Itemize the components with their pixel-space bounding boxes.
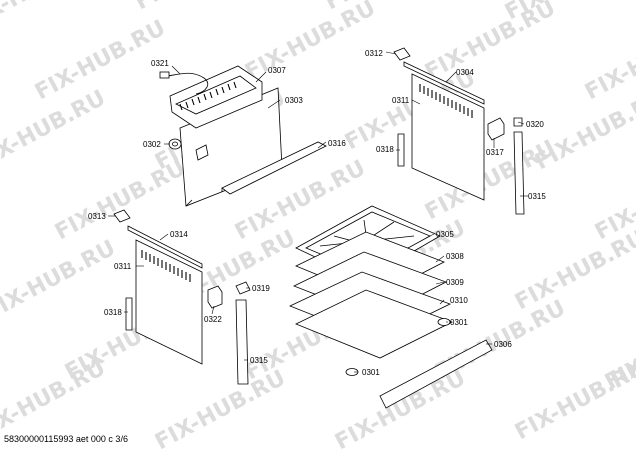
grommet-0302 <box>168 138 182 150</box>
label-0313: 0313 <box>88 212 106 221</box>
label-0311-right: 0311 <box>392 96 410 105</box>
latch-0317 <box>487 117 505 141</box>
label-0318-left: 0318 <box>104 308 122 317</box>
label-0305: 0305 <box>436 230 454 239</box>
side-panel-grill-right <box>419 84 473 118</box>
label-0318-right: 0318 <box>376 145 394 154</box>
watermark-text: FIX-HUB.RU <box>0 356 110 446</box>
watermark-text: FIX-HUB.RU <box>581 16 636 106</box>
label-0312: 0312 <box>365 49 383 58</box>
side-panel-0311-left <box>135 239 203 365</box>
rail-0315-right <box>513 131 525 215</box>
watermark-text: FIX-HUB.RU <box>131 0 270 15</box>
watermark-text: FIX-HUB.RU <box>421 0 560 85</box>
strip-0318-left <box>125 297 133 331</box>
rail-0315-left <box>235 299 249 385</box>
footer-code: 58300000115993 aet 000 c 3/6 <box>4 434 128 444</box>
label-0301-left: 0301 <box>362 368 380 377</box>
label-0303: 0303 <box>285 96 303 105</box>
top-strip-0314 <box>127 225 203 269</box>
label-0315-right: 0315 <box>528 192 546 201</box>
label-0311-left: 0311 <box>114 262 132 271</box>
leader-lines <box>108 51 528 373</box>
fan-cover-grill <box>179 81 237 111</box>
watermark-text: FIX-HUB.RU <box>511 226 636 316</box>
clip-0319 <box>235 281 251 295</box>
fan-cover-0307 <box>169 65 263 129</box>
part-labels: 0321 0307 0303 0302 0316 0312 0304 0311 … <box>88 49 546 377</box>
label-0322: 0322 <box>204 315 222 324</box>
label-0321: 0321 <box>151 59 169 68</box>
watermark-text: FIX-HUB.RU <box>0 86 110 176</box>
side-panel-0311-right <box>411 73 485 201</box>
label-0316: 0316 <box>328 139 346 148</box>
rail-0316 <box>221 141 327 195</box>
label-0320: 0320 <box>526 120 544 129</box>
strip-0318-right <box>397 133 405 167</box>
watermark-text: FIX-HUB.RU <box>511 356 636 446</box>
label-0307: 0307 <box>268 66 286 75</box>
label-0310: 0310 <box>450 296 468 305</box>
watermark-text: FIX-HUB.RU <box>241 0 380 85</box>
bracket-0313 <box>113 209 131 223</box>
latch-0322 <box>207 285 223 309</box>
label-0319: 0319 <box>252 284 270 293</box>
label-0317: 0317 <box>486 148 504 157</box>
watermark-text: FIX-HUB.RU <box>51 156 190 246</box>
label-0302: 0302 <box>143 140 161 149</box>
watermark-text: FIX-HUB.RU <box>331 366 470 450</box>
bracket-0312 <box>393 47 411 61</box>
top-strip-0304 <box>403 61 485 105</box>
label-0304: 0304 <box>456 68 474 77</box>
label-0309: 0309 <box>446 278 464 287</box>
label-0301-right: 0301 <box>450 318 468 327</box>
base-plate <box>295 289 454 359</box>
watermark-text: FIX-HUB.RU <box>0 236 120 326</box>
power-cable-0321 <box>159 71 209 95</box>
front-bar-0306 <box>379 339 493 409</box>
watermark-text: FIX-HUB.RU <box>0 0 100 35</box>
label-0314: 0314 <box>170 230 188 239</box>
side-panel-grill-left <box>141 250 191 282</box>
label-0306: 0306 <box>494 340 512 349</box>
label-0308: 0308 <box>446 252 464 261</box>
label-0315-left: 0315 <box>250 356 268 365</box>
watermark-text: FIX-HUB.RU <box>151 366 290 450</box>
foot-0301-right <box>437 318 451 326</box>
